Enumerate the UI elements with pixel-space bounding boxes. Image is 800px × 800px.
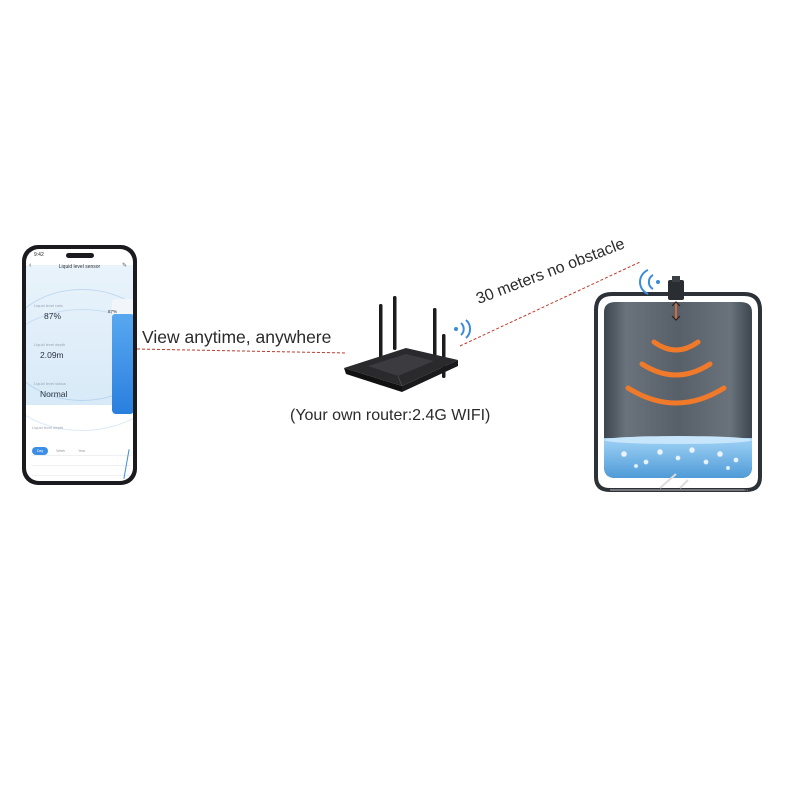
edit-icon[interactable]: ✎ (122, 263, 128, 269)
level-depth-value: 2.09m (40, 350, 64, 360)
back-icon[interactable]: ‹ (29, 262, 32, 269)
router-caption: (Your own router:2.4G WIFI) (290, 407, 491, 424)
history-label: Liquid level depth (32, 425, 64, 430)
chart-gridline (32, 465, 132, 466)
link-phone-router-line (136, 348, 348, 354)
level-tube (112, 299, 133, 414)
wifi-signal-icon (639, 269, 660, 295)
level-status-label: Liquid level status (34, 381, 66, 386)
ultrasonic-wave-icon (625, 339, 727, 406)
sensor-icon (668, 280, 684, 300)
app-title: Liquid level sensor (58, 264, 101, 270)
router-icon (344, 296, 458, 392)
level-ratio-label: Liquid level ratio (34, 303, 63, 308)
water-tank (594, 269, 762, 492)
phone-screen: 9:42 ‹ Liquid level sensor ✎ Liquid leve… (26, 249, 133, 481)
chart-gridline (32, 475, 132, 476)
wifi-signal-icon (454, 319, 472, 339)
tube-percent: 87% (108, 309, 118, 314)
tab-day[interactable]: Day (32, 447, 49, 455)
tab-week[interactable]: Week (56, 449, 66, 453)
level-ratio-value: 87% (44, 311, 62, 321)
tab-year[interactable]: Year (78, 449, 86, 453)
level-depth-label: Liquid level depth (34, 342, 66, 347)
history-tabs: Day Week Year (32, 439, 93, 455)
level-tube-fill (112, 313, 133, 414)
screen-decoration (26, 309, 133, 431)
smartphone: 9:42 ‹ Liquid level sensor ✎ Liquid leve… (22, 245, 137, 485)
phone-notch (66, 253, 94, 258)
link-router-tank-line (459, 261, 641, 347)
chart-gridline (32, 455, 132, 456)
level-status-value: Normal (40, 389, 68, 399)
tank-corner-mark: ▪▪ (744, 488, 749, 494)
link-phone-router-caption: View anytime, anywhere (142, 327, 332, 347)
status-time: 9:42 (34, 252, 44, 258)
